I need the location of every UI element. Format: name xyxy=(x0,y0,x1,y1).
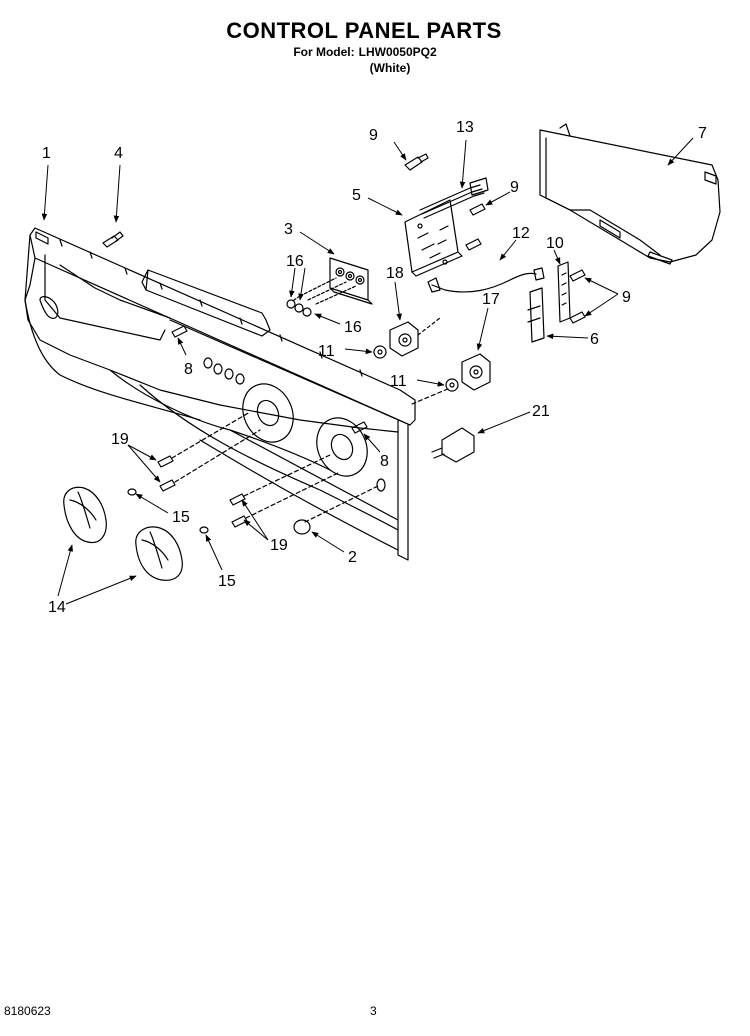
model-label: For Model: xyxy=(293,45,355,59)
callout-7: 7 xyxy=(698,125,707,142)
screw-part-8-left xyxy=(171,325,188,338)
console-housing xyxy=(24,227,416,561)
cap-part-15-right xyxy=(199,526,209,534)
callout-2: 2 xyxy=(348,549,357,566)
knob-part-14-right xyxy=(135,526,183,581)
screws-part-19-left xyxy=(157,411,261,492)
callout-3: 3 xyxy=(284,221,293,238)
screw-part-4 xyxy=(102,231,124,248)
screws-part-19-right xyxy=(229,454,341,528)
callout-19-left: 19 xyxy=(111,431,129,448)
page-number: 3 xyxy=(370,1004,377,1018)
callout-4: 4 xyxy=(114,145,123,162)
button-part-2 xyxy=(293,484,381,535)
callout-9-right: 9 xyxy=(622,289,631,306)
leader-lines xyxy=(41,137,694,605)
callout-9-top: 9 xyxy=(369,127,378,144)
bracket-part-3 xyxy=(329,257,373,305)
screw-part-9-right xyxy=(569,269,586,324)
callout-5: 5 xyxy=(352,187,361,204)
callout-6: 6 xyxy=(590,331,599,348)
callout-19-right: 19 xyxy=(270,537,288,554)
callout-13: 13 xyxy=(456,119,474,136)
switch-part-6 xyxy=(527,287,545,343)
callout-labels: 1 4 9 13 7 5 9 3 12 10 16 9 18 17 16 6 1… xyxy=(42,119,707,616)
terminal-strip-part-10 xyxy=(557,261,571,323)
callout-12: 12 xyxy=(512,225,530,242)
callout-11-upper: 11 xyxy=(318,343,335,360)
nut-part-11-upper xyxy=(373,345,387,359)
document-number: 8180623 xyxy=(4,1004,51,1018)
grommets-part-16 xyxy=(286,277,357,317)
callout-17: 17 xyxy=(482,291,500,308)
callout-9-mid: 9 xyxy=(510,179,519,196)
callout-15-right: 15 xyxy=(218,573,236,590)
callout-16-bottom: 16 xyxy=(344,319,362,336)
callout-8-left: 8 xyxy=(184,361,193,378)
callout-21: 21 xyxy=(532,403,550,420)
callout-14: 14 xyxy=(48,599,66,616)
callout-8-right: 8 xyxy=(380,453,389,470)
wire-harness-part-13 xyxy=(419,177,489,219)
switch-part-17 xyxy=(461,353,491,391)
control-board-part-5 xyxy=(404,199,486,277)
page-title: CONTROL PANEL PARTS xyxy=(226,18,502,43)
callout-15-left: 15 xyxy=(172,509,190,526)
model-line: For Model:LHW0050PQ2 xyxy=(0,44,750,60)
screw-part-8-right xyxy=(351,421,368,434)
knob-part-14-left xyxy=(63,486,107,544)
nut-part-11-lower xyxy=(445,378,459,392)
callout-16-top: 16 xyxy=(286,253,304,270)
page-header: CONTROL PANEL PARTS For Model:LHW0050PQ2… xyxy=(0,18,750,76)
connector-part-21 xyxy=(431,427,475,463)
callout-10: 10 xyxy=(546,235,564,252)
screw-part-9-upper xyxy=(404,153,429,171)
model-color: (White) xyxy=(369,61,411,75)
callout-1: 1 xyxy=(42,145,51,162)
callout-18: 18 xyxy=(386,265,404,282)
cable-part-12 xyxy=(427,267,545,293)
model-number: LHW0050PQ2 xyxy=(358,45,437,59)
callout-11-lower: 11 xyxy=(390,373,407,390)
cap-part-15-left xyxy=(127,488,137,496)
rear-cover-part-7 xyxy=(539,123,721,265)
switch-part-18 xyxy=(389,321,419,357)
